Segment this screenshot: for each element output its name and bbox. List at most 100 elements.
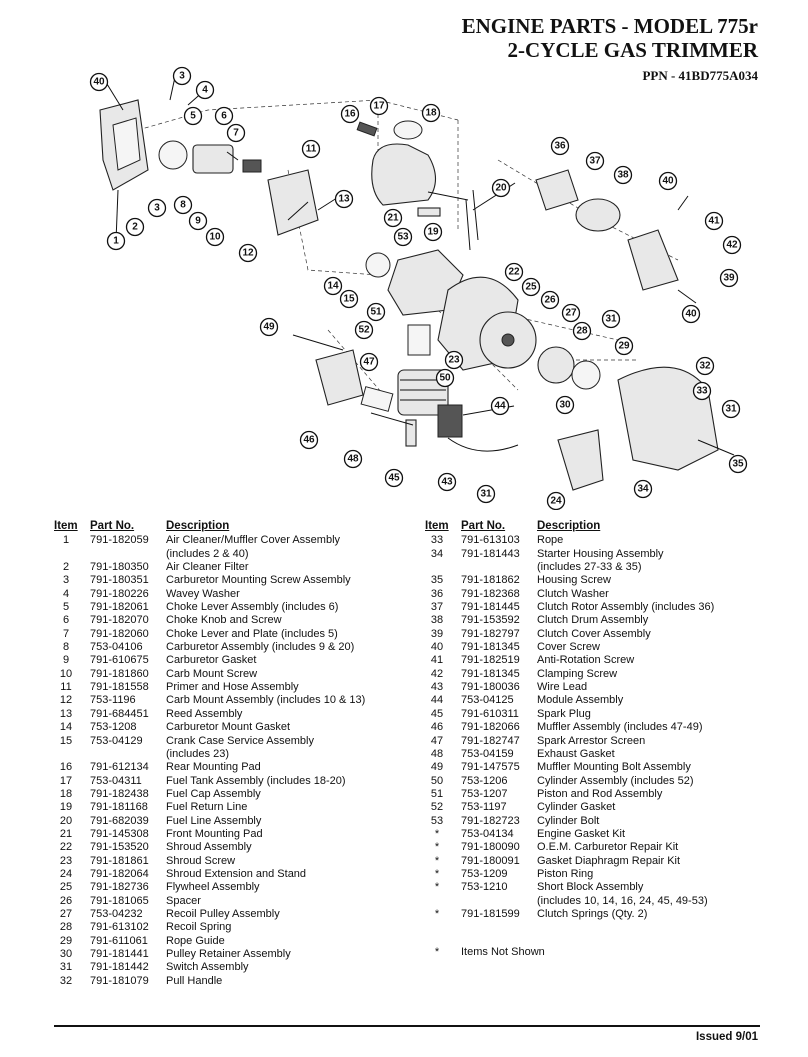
callout: 5	[183, 106, 203, 126]
part-number: 791-182723	[461, 814, 520, 827]
callout: 52	[354, 320, 374, 340]
part-number: 791-182519	[461, 654, 520, 667]
part-number: 791-182747	[461, 734, 520, 747]
svg-text:23: 23	[448, 355, 460, 366]
item-number: 22	[59, 841, 73, 854]
part-number: 791-181862	[461, 574, 520, 587]
column-header-description: Description	[537, 520, 601, 532]
part-description: Housing Screw	[537, 574, 611, 587]
column-header-item: Item	[54, 520, 78, 532]
part-number: 791-610675	[90, 654, 149, 667]
part-number: 791-182070	[90, 614, 149, 627]
svg-text:32: 32	[699, 361, 711, 372]
part-description: Carb Mount Screw	[166, 667, 258, 680]
item-number: 50	[430, 774, 444, 787]
svg-text:27: 27	[565, 308, 577, 319]
item-number: *	[434, 907, 440, 920]
item-number: 37	[430, 601, 444, 614]
part-number: 791-145308	[90, 827, 149, 840]
part-description: Primer and Hose Assembly	[166, 681, 299, 694]
callout: 23	[444, 350, 464, 370]
svg-text:9: 9	[195, 216, 201, 227]
table-header: Item Part No. Description	[425, 520, 765, 533]
callout: 21	[383, 208, 403, 228]
svg-text:40: 40	[685, 309, 697, 320]
callout: 15	[339, 289, 359, 309]
item-number: 44	[430, 694, 444, 707]
part-number: 791-147575	[461, 761, 520, 774]
part-description: Air Cleaner Filter	[166, 561, 249, 574]
part-description: O.E.M. Carburetor Repair Kit	[537, 841, 679, 854]
svg-text:49: 49	[263, 322, 275, 333]
part-number: 791-181168	[90, 801, 148, 814]
item-number: 6	[62, 614, 70, 627]
part-number: 791-180351	[90, 574, 149, 587]
part-description: Switch Assembly	[166, 961, 249, 974]
part-number: 791-182059	[90, 534, 149, 547]
callout: 4	[195, 80, 215, 100]
callout: 38	[613, 165, 633, 185]
item-number: 5	[62, 601, 70, 614]
item-number: 31	[59, 961, 73, 974]
callout: 25	[521, 277, 541, 297]
part-description: Cover Screw	[537, 641, 600, 654]
callout: 20	[491, 178, 511, 198]
svg-text:25: 25	[525, 282, 537, 293]
footnote-symbol: *	[434, 946, 440, 958]
svg-text:35: 35	[732, 459, 744, 470]
part-description: Rear Mounting Pad	[166, 761, 261, 774]
part-description: Cylinder Assembly (includes 52)	[537, 774, 694, 787]
part-description: Clutch Cover Assembly	[537, 627, 651, 640]
callout: 30	[555, 395, 575, 415]
part-description: Piston and Rod Assembly	[537, 787, 663, 800]
item-number	[54, 548, 78, 561]
part-description: Carburetor Assembly (includes 9 & 20)	[166, 641, 355, 654]
svg-text:29: 29	[618, 341, 630, 352]
exploded-parts-diagram: 40 3 4 5 6 7 1 2 3 8 9 10 11 12 13 16 17…	[89, 66, 748, 510]
svg-text:47: 47	[363, 357, 375, 368]
callout: 27	[561, 303, 581, 323]
column-header-part-no: Part No.	[461, 520, 506, 532]
item-number: 8	[62, 641, 70, 654]
part-number: 753-04232	[90, 907, 143, 920]
part-number: 791-181558	[90, 681, 149, 694]
callout: 40	[681, 304, 701, 324]
part-flywheel	[479, 311, 537, 369]
part-description: Carburetor Gasket	[166, 654, 257, 667]
item-number: 52	[430, 801, 444, 814]
svg-text:53: 53	[397, 232, 409, 243]
part-description: Spark Arrestor Screen	[537, 734, 646, 747]
callout: 42	[722, 235, 742, 255]
item-number: 23	[59, 854, 73, 867]
part-number: 791-181065	[90, 894, 149, 907]
part-description: Clutch Washer	[537, 587, 609, 600]
svg-text:10: 10	[209, 232, 221, 243]
svg-text:13: 13	[338, 194, 350, 205]
svg-text:12: 12	[242, 248, 254, 259]
callout: 41	[704, 211, 724, 231]
callout: 44	[490, 396, 510, 416]
callout: 18	[421, 103, 441, 123]
item-number: 30	[59, 948, 73, 960]
part-description: Exhaust Gasket	[537, 747, 615, 760]
